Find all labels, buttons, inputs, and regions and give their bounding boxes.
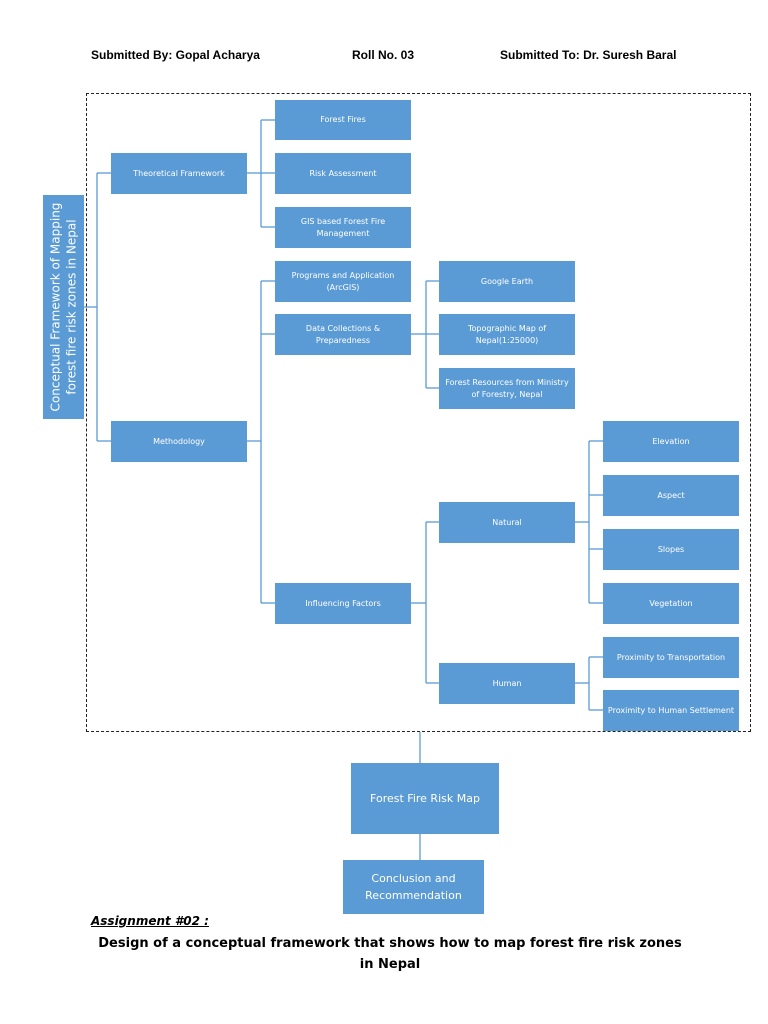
node-proximity-settlement: Proximity to Human Settlement: [603, 690, 739, 731]
node-forest-resources: Forest Resources from Ministry of Forest…: [439, 368, 575, 409]
submitted-by: Submitted By: Gopal Acharya: [91, 48, 260, 62]
node-theoretical-framework: Theoretical Framework: [111, 153, 247, 194]
node-human: Human: [439, 663, 575, 704]
roll-number: Roll No. 03: [352, 48, 415, 62]
node-natural: Natural: [439, 502, 575, 543]
node-risk-assessment: Risk Assessment: [275, 153, 411, 194]
node-forest-fire-risk-map: Forest Fire Risk Map: [351, 763, 499, 834]
node-topographic-map: Topographic Map of Nepal(1:25000): [439, 314, 575, 355]
root-label: Conceptual Framework of Mapping forest f…: [47, 202, 78, 412]
assignment-heading: Assignment #02 :: [91, 914, 209, 928]
node-slopes: Slopes: [603, 529, 739, 570]
node-gis-management: GIS based Forest Fire Management: [275, 207, 411, 248]
node-programs-application: Programs and Application (ArcGIS): [275, 261, 411, 302]
node-influencing-factors: Influencing Factors: [275, 583, 411, 624]
node-methodology: Methodology: [111, 421, 247, 462]
node-conclusion-recommendation: Conclusion and Recommendation: [343, 860, 484, 914]
node-google-earth: Google Earth: [439, 261, 575, 302]
submitted-to: Submitted To: Dr. Suresh Baral: [500, 48, 677, 62]
framework-boundary: [86, 93, 751, 732]
node-elevation: Elevation: [603, 421, 739, 462]
node-aspect: Aspect: [603, 475, 739, 516]
node-vegetation: Vegetation: [603, 583, 739, 624]
node-proximity-transportation: Proximity to Transportation: [603, 637, 739, 678]
root-node: Conceptual Framework of Mapping forest f…: [43, 195, 84, 419]
node-data-collections: Data Collections & Preparedness: [275, 314, 411, 355]
node-forest-fires: Forest Fires: [275, 100, 411, 140]
assignment-description: Design of a conceptual framework that sh…: [98, 936, 682, 972]
